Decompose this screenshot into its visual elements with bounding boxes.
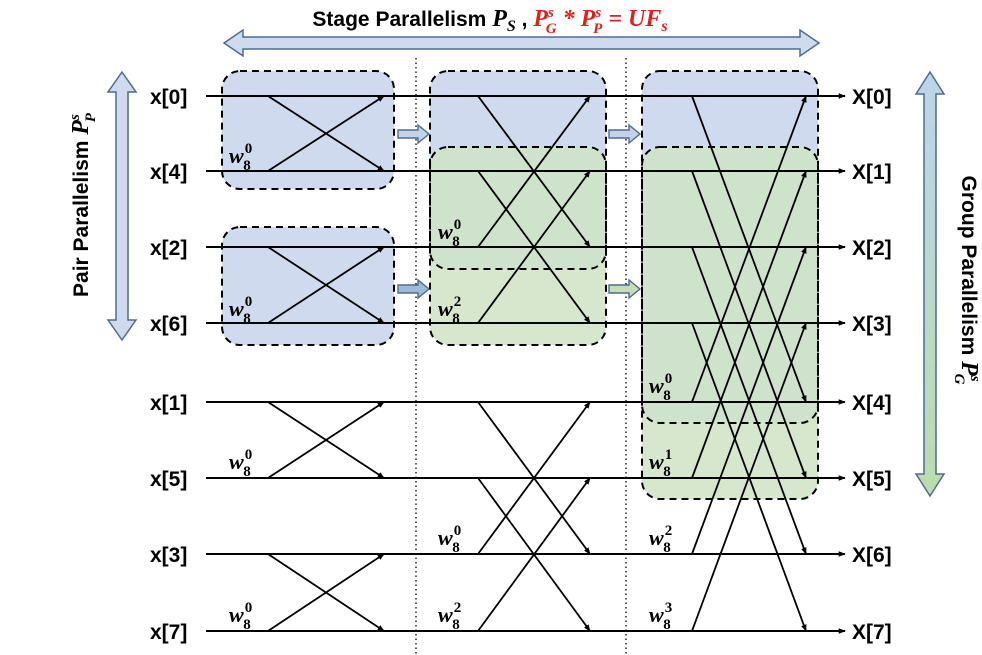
stage-sub: S bbox=[507, 18, 516, 35]
parallel-groups bbox=[222, 71, 818, 499]
transfer-arrows bbox=[397, 123, 642, 300]
s2-cross-up-0 bbox=[477, 95, 591, 248]
transfer-arrow-3 bbox=[608, 123, 642, 145]
eq-pg-sub: G bbox=[546, 21, 557, 37]
s3-cross-up-2 bbox=[691, 246, 807, 555]
data-lines bbox=[206, 93, 846, 634]
s2-cross-up-3 bbox=[477, 477, 591, 632]
pair-sub: P bbox=[83, 112, 99, 122]
group-double-arrow bbox=[914, 70, 946, 498]
group-borders bbox=[221, 70, 819, 500]
output-label-5: X[5] bbox=[852, 468, 892, 491]
title-separator: , bbox=[516, 8, 534, 31]
s2-cross-up-1 bbox=[477, 170, 591, 324]
stage1-pair-box-1-border bbox=[221, 70, 395, 190]
pair-sym: P bbox=[68, 120, 94, 136]
input-label-7: x[7] bbox=[150, 621, 187, 644]
eq-rhs-sub: s bbox=[660, 18, 667, 35]
group-sub: G bbox=[951, 374, 967, 385]
input-label-3: x[6] bbox=[150, 313, 187, 336]
input-labels: x[0] x[4] x[2] x[6] x[1] x[5] x[3] x[7] bbox=[150, 86, 187, 644]
input-label-1: x[4] bbox=[150, 161, 187, 184]
output-labels: X[0] X[1] X[2] X[3] X[4] X[5] X[6] X[7] bbox=[852, 86, 892, 644]
eq-pg: P bbox=[532, 6, 548, 32]
s1-cross-up-3 bbox=[267, 553, 385, 632]
pair-parallelism-label: Pair Parallelism PsP bbox=[67, 112, 99, 297]
input-label-0: x[0] bbox=[150, 86, 187, 109]
output-label-7: X[7] bbox=[852, 621, 892, 644]
stage1-pair-box-2-border bbox=[221, 226, 395, 346]
pair-sup: s bbox=[67, 114, 83, 121]
input-label-5: x[5] bbox=[150, 468, 187, 491]
eq-pp-sup: s bbox=[594, 5, 601, 21]
eq-pp-sub: P bbox=[593, 21, 603, 37]
s2-cross-up-2 bbox=[477, 401, 591, 555]
input-label-6: x[3] bbox=[150, 544, 187, 567]
s3-cross-up-3 bbox=[691, 322, 807, 632]
eq-mul: * bbox=[557, 6, 581, 32]
output-label-3: X[3] bbox=[852, 313, 892, 336]
stage1-pair-box-2 bbox=[222, 227, 394, 345]
s3-cross-up-1 bbox=[691, 170, 807, 479]
s1-cross-up-0 bbox=[267, 95, 385, 172]
output-label-0: X[0] bbox=[852, 86, 892, 109]
output-label-1: X[1] bbox=[852, 161, 892, 184]
transfer-arrow-1 bbox=[397, 123, 431, 145]
stage-symbol: P bbox=[491, 6, 507, 32]
input-label-4: x[1] bbox=[150, 392, 187, 415]
eq-pp: P bbox=[580, 6, 596, 32]
pair-double-arrow bbox=[106, 70, 138, 342]
pair-text: Pair Parallelism bbox=[70, 135, 93, 297]
output-label-4: X[4] bbox=[852, 392, 892, 415]
stage-text: Stage Parallelism bbox=[312, 8, 492, 31]
stage-double-arrow bbox=[222, 28, 821, 58]
transfer-arrow-4 bbox=[608, 278, 642, 300]
group-sup: s bbox=[967, 375, 982, 382]
output-label-6: X[6] bbox=[852, 544, 892, 567]
stage3-blue-box-border bbox=[641, 70, 819, 424]
stage1-pair-box-1 bbox=[222, 71, 394, 189]
input-label-2: x[2] bbox=[150, 237, 187, 260]
output-label-2: X[2] bbox=[852, 237, 892, 260]
group-text: Group Parallelism bbox=[957, 176, 980, 362]
s1-cross-up-1 bbox=[267, 246, 385, 324]
group-sym: P bbox=[956, 360, 982, 376]
stage3-green-box-border bbox=[641, 146, 819, 500]
s1-cross-up-2 bbox=[267, 401, 385, 479]
eq-rhs: = UF bbox=[602, 6, 661, 32]
transfer-arrow-2 bbox=[397, 278, 431, 300]
eq-pg-sup: s bbox=[547, 5, 554, 21]
group-parallelism-label: Group Parallelism PsG bbox=[951, 176, 982, 385]
